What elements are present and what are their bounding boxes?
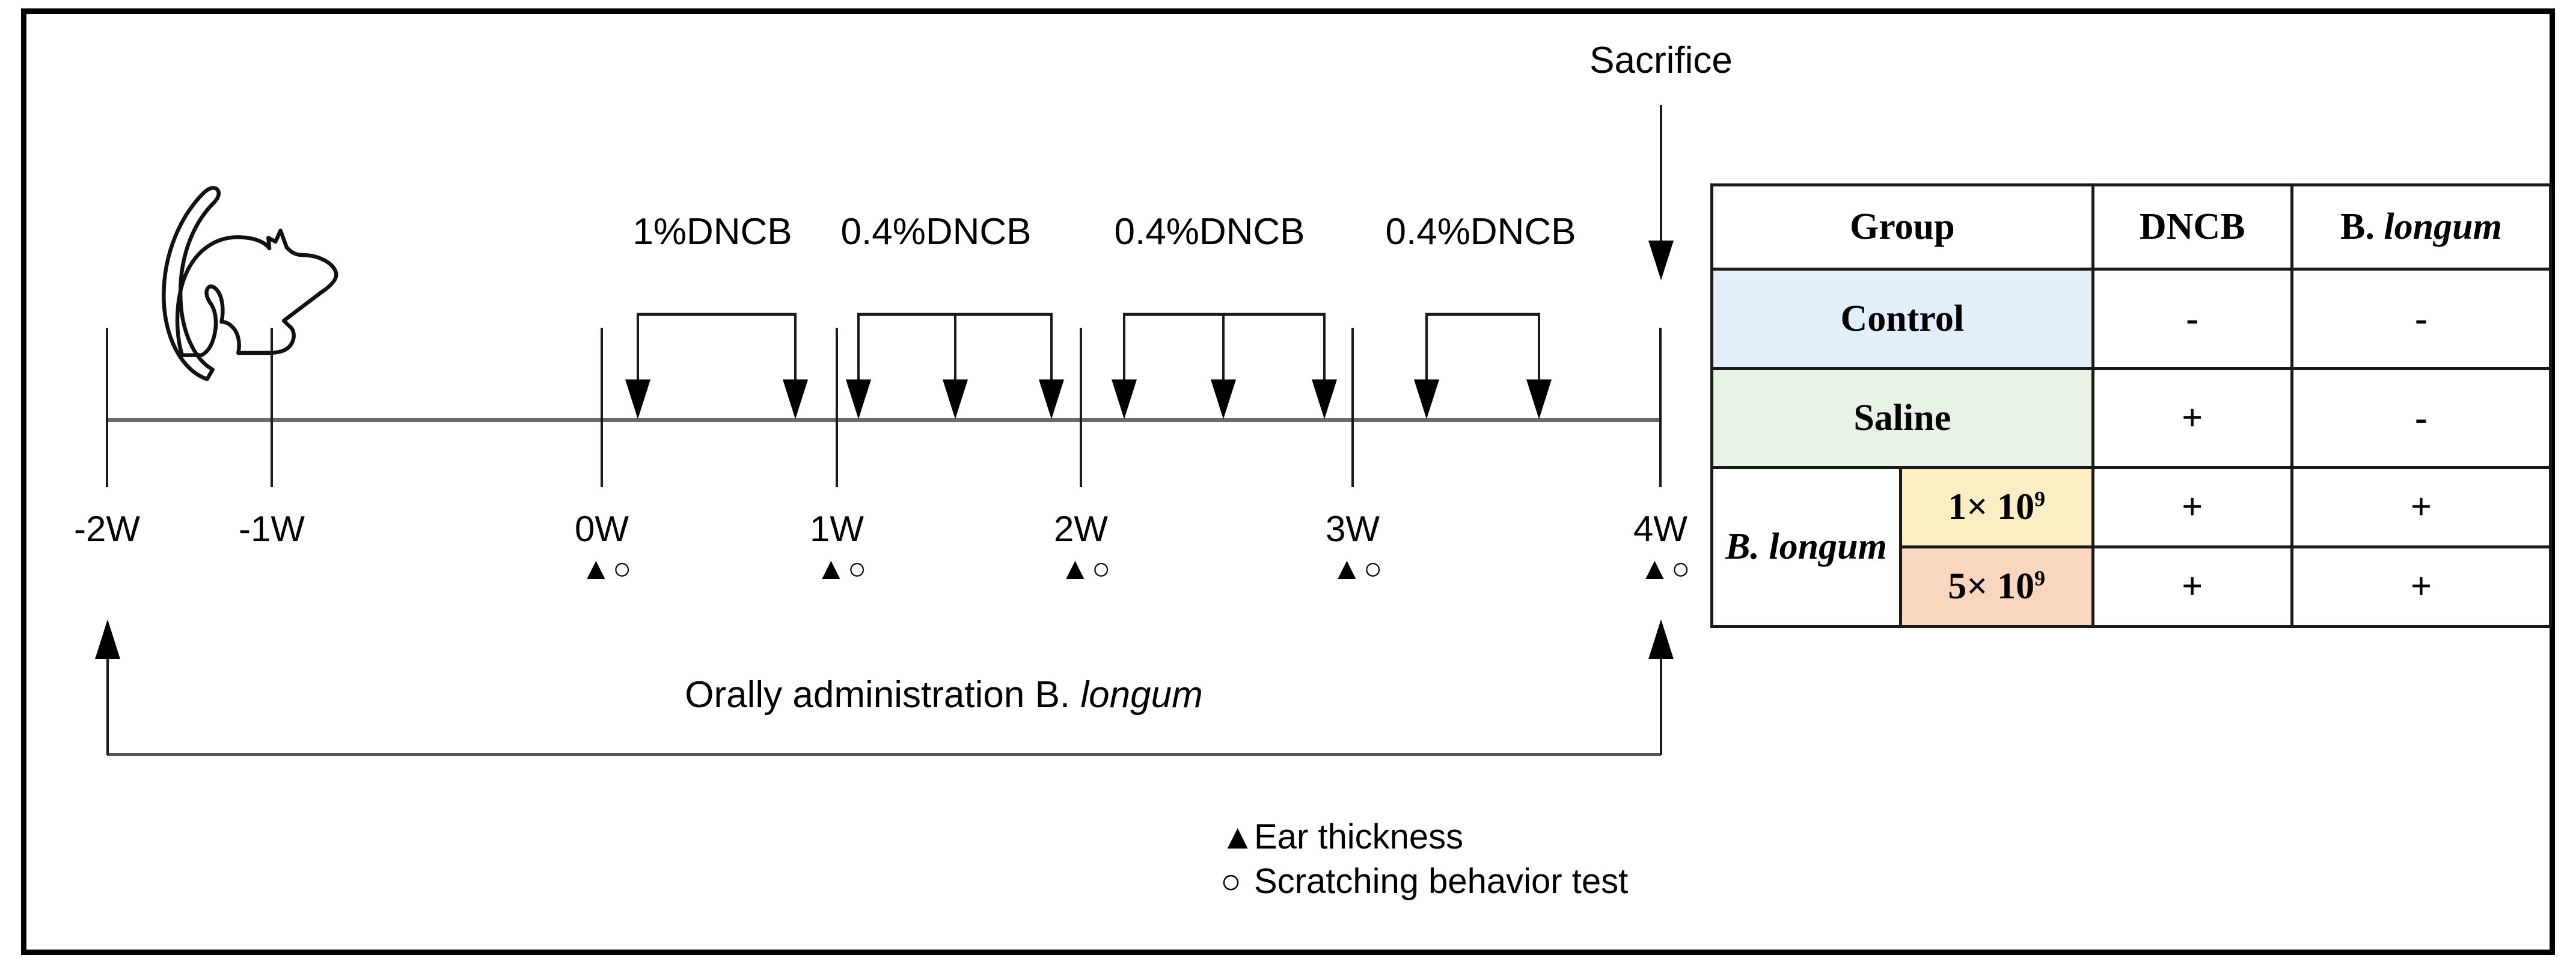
- timeline-tick-minus1W: [271, 328, 273, 487]
- dncb-bracket-bar-0: [638, 313, 795, 316]
- timeline-axis: [107, 418, 1661, 422]
- timeline-markers-1W: ▲○: [815, 551, 868, 586]
- dncb-arrow-head-2-1: [1211, 379, 1236, 419]
- row-control-name: Control: [1710, 268, 2094, 370]
- timeline-tick-4W: [1659, 328, 1662, 487]
- oral-label-prefix: Orally administration B.: [685, 674, 1081, 716]
- dncb-arrow-stem-3-1: [1538, 313, 1540, 381]
- dncb-arrow-head-0-0: [625, 379, 650, 419]
- dose-cell-2: 5× 109: [1898, 545, 2094, 628]
- group-table: Group DNCB B. longum Control - - Saline …: [1710, 183, 2553, 628]
- dncb-arrow-stem-0-0: [637, 313, 639, 381]
- oral-arrow-stem-left: [106, 622, 109, 755]
- dose-2-blongum: +: [2290, 545, 2553, 628]
- dose-cell-1: 1× 109: [1898, 466, 2094, 548]
- dncb-arrow-head-3-1: [1526, 379, 1552, 419]
- legend-item-0: ▲Ear thickness: [1220, 815, 1628, 859]
- row-blongum-name: B. longum: [1710, 466, 1902, 628]
- dose-2-mantissa: 5× 10: [1948, 566, 2035, 607]
- timeline-markers-4W: ▲○: [1639, 551, 1692, 586]
- dncb-arrow-stem-3-0: [1425, 313, 1428, 381]
- dose-1-blongum: +: [2290, 466, 2553, 548]
- row-saline-blongum: -: [2290, 367, 2553, 469]
- table-header-row: Group DNCB B. longum: [1710, 183, 2553, 271]
- timeline-label-minus2W: -2W: [74, 509, 140, 549]
- row-saline-dncb: +: [2091, 367, 2293, 469]
- dncb-arrow-head-1-0: [846, 379, 871, 419]
- dncb-arrow-stem-2-1: [1222, 313, 1225, 381]
- timeline-tick-minus2W: [106, 328, 108, 487]
- timeline-label-1W: 1W: [810, 509, 864, 549]
- table-row-control: Control - -: [1710, 268, 2553, 370]
- header-group: Group: [1710, 183, 2094, 271]
- dncb-bracket-bar-3: [1427, 313, 1539, 316]
- legend-item-1: ○ Scratching behavior test: [1220, 859, 1628, 904]
- sacrifice-arrow-stem: [1660, 105, 1662, 271]
- header-blongum-italic: longum: [2384, 206, 2502, 247]
- oral-arrow-head-left: [95, 619, 120, 659]
- dncb-arrow-head-2-0: [1112, 379, 1137, 419]
- row-blongum-name-prefix: B.: [1725, 526, 1769, 567]
- dncb-arrow-stem-0-1: [794, 313, 797, 381]
- legend-text-0: Ear thickness: [1254, 817, 1464, 856]
- legend: ▲Ear thickness○Scratching behavior test: [1220, 815, 1628, 904]
- dose-1-exponent: 9: [2034, 487, 2046, 511]
- table-row-saline: Saline + -: [1710, 367, 2553, 469]
- dose-2-dncb: +: [2091, 545, 2293, 628]
- sacrifice-label: Sacrifice: [1589, 40, 1733, 81]
- dncb-arrow-stem-2-2: [1323, 313, 1326, 381]
- legend-text-1: Scratching behavior test: [1254, 862, 1629, 901]
- figure-border: [21, 8, 2555, 955]
- dncb-label-2: 0.4%DNCB: [1114, 211, 1305, 253]
- dncb-arrow-head-1-1: [943, 379, 968, 419]
- dncb-arrow-stem-1-2: [1050, 313, 1053, 381]
- table-row-blongum-dose2: 5× 109 + +: [1712, 545, 2553, 628]
- timeline-markers-0W: ▲○: [580, 551, 633, 586]
- triangle-marker-icon: ▲: [1220, 817, 1255, 856]
- dncb-label-1: 0.4%DNCB: [840, 211, 1032, 253]
- timeline-markers-2W: ▲○: [1059, 551, 1112, 586]
- dncb-arrow-stem-2-0: [1123, 313, 1125, 381]
- oral-administration-bar: [107, 753, 1661, 756]
- dose-2-exponent: 9: [2034, 566, 2046, 591]
- oral-administration-label: Orally administration B. longum: [685, 674, 1202, 716]
- header-dncb: DNCB: [2091, 183, 2293, 271]
- timeline-label-minus1W: -1W: [239, 509, 305, 549]
- circle-marker-icon: ○: [1220, 862, 1242, 901]
- timeline-tick-2W: [1080, 328, 1082, 487]
- oral-label-italic: longum: [1080, 674, 1203, 716]
- timeline-markers-3W: ▲○: [1331, 551, 1384, 586]
- dncb-arrow-stem-1-1: [954, 313, 956, 381]
- oral-arrow-head-right: [1648, 619, 1674, 659]
- timeline-label-2W: 2W: [1054, 509, 1108, 549]
- oral-arrow-stem-right: [1660, 622, 1662, 755]
- dncb-arrow-stem-1-0: [857, 313, 860, 381]
- sacrifice-arrow-head: [1648, 241, 1674, 280]
- table-row-blongum-dose1: B. longum 1× 109 + +: [1710, 466, 2553, 628]
- mouse-illustration-icon: [129, 153, 352, 388]
- row-control-dncb: -: [2091, 268, 2293, 370]
- dncb-arrow-head-1-2: [1039, 379, 1064, 419]
- row-blongum-name-italic: longum: [1769, 526, 1887, 567]
- timeline-tick-0W: [601, 328, 603, 487]
- row-control-blongum: -: [2290, 268, 2553, 370]
- header-blongum: B. longum: [2290, 183, 2553, 271]
- dncb-arrow-head-3-0: [1414, 379, 1439, 419]
- header-blongum-prefix: B.: [2340, 206, 2384, 247]
- timeline-label-3W: 3W: [1326, 509, 1380, 549]
- dose-1-mantissa: 1× 10: [1948, 487, 2035, 527]
- timeline-tick-1W: [836, 328, 838, 487]
- dncb-arrow-head-0-1: [783, 379, 808, 419]
- timeline-label-4W: 4W: [1633, 509, 1687, 549]
- timeline-tick-3W: [1351, 328, 1354, 487]
- row-saline-name: Saline: [1710, 367, 2094, 469]
- dncb-arrow-head-2-2: [1312, 379, 1337, 419]
- dncb-label-0: 1%DNCB: [632, 211, 792, 253]
- timeline-label-0W: 0W: [575, 509, 629, 549]
- dose-1-dncb: +: [2091, 466, 2293, 548]
- dncb-label-3: 0.4%DNCB: [1385, 211, 1576, 253]
